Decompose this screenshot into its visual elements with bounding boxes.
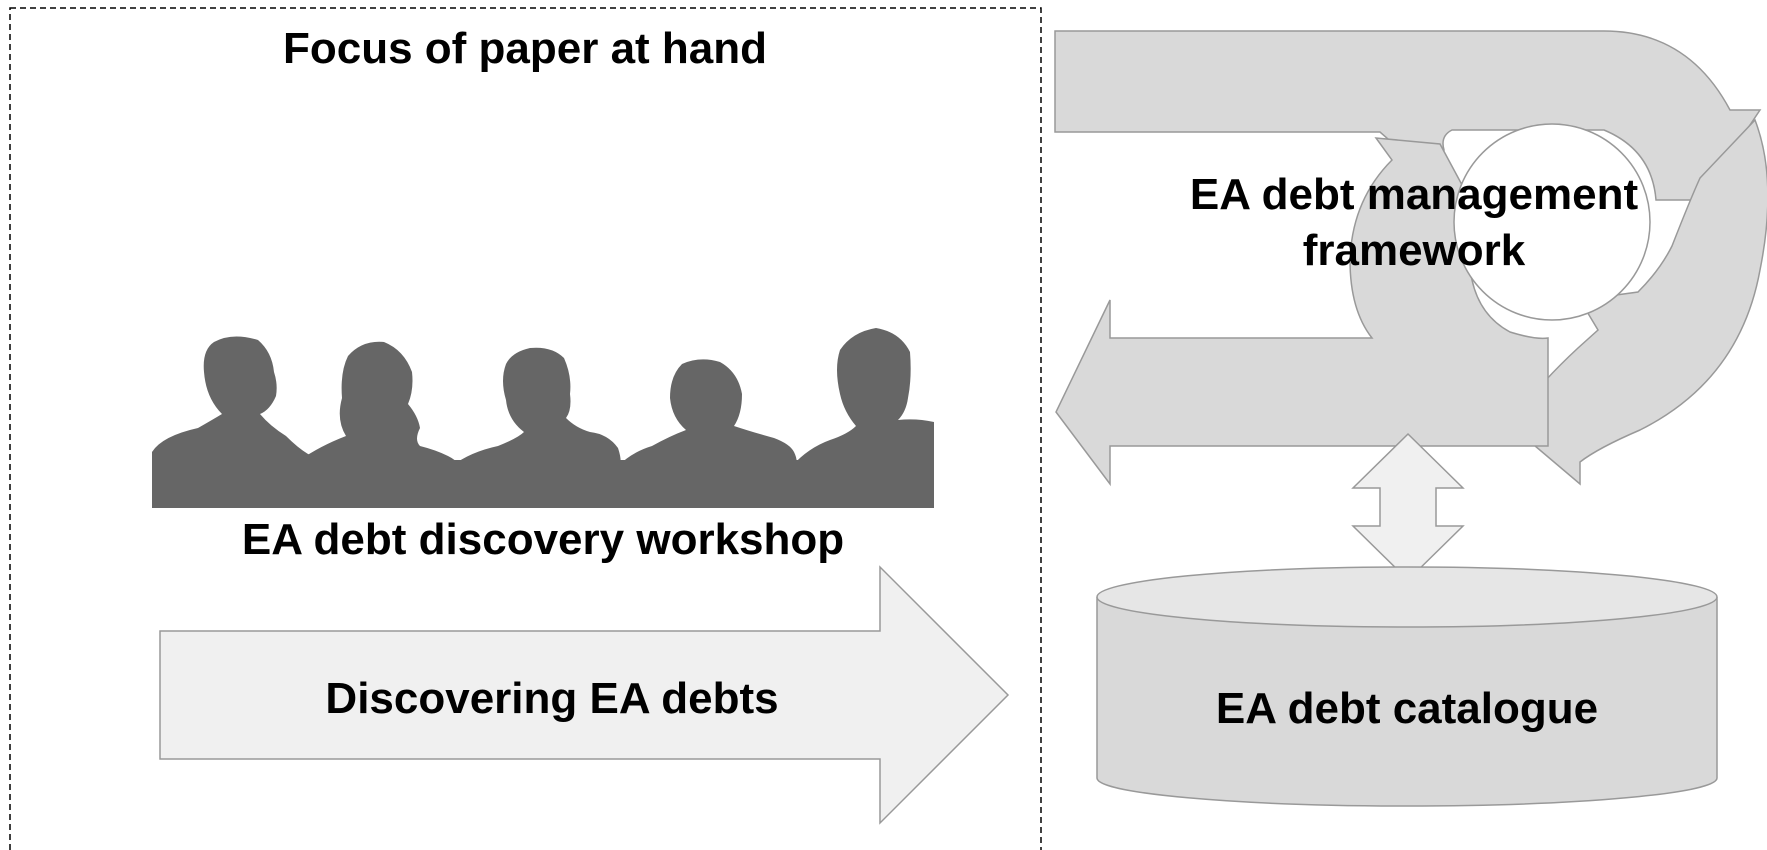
catalogue-label: EA debt catalogue [1216,684,1598,733]
cycle-arrows-icon [1054,30,1767,487]
framework-label-line1: EA debt management [1190,170,1639,219]
discovery-arrow [159,565,1010,825]
focus-area-box [9,7,1042,850]
framework-label-line2: framework [1303,226,1526,275]
discovery-arrow-label: Discovering EA debts [325,674,778,723]
database-cylinder-icon [1096,566,1718,807]
workshop-label: EA debt discovery workshop [242,515,844,564]
focus-area-title: Focus of paper at hand [283,24,767,73]
people-silhouette-icon [152,328,934,508]
double-headed-arrow-icon [1351,432,1465,582]
